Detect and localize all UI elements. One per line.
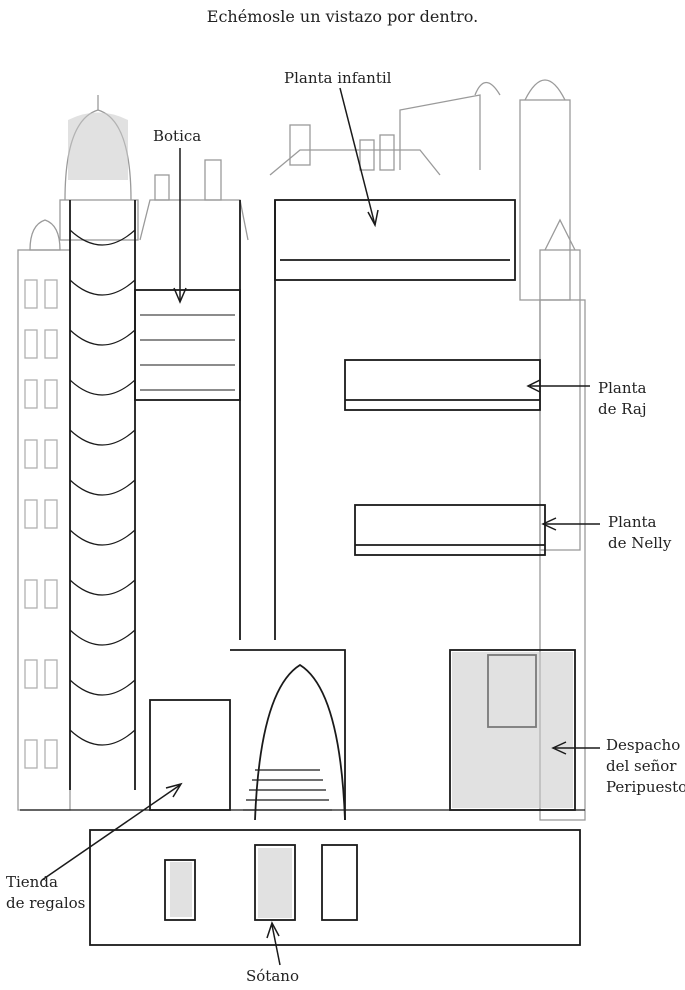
nursery-floor-label: Planta infantil xyxy=(284,69,392,87)
gift-shop-label-line2: de regalos xyxy=(6,894,86,912)
page-title: Echémosle un vistazo por dentro. xyxy=(206,7,479,26)
gift-shop-label-line1: Tienda xyxy=(6,873,58,891)
office-label-line1: Despacho xyxy=(606,736,681,754)
pharmacy-label: Botica xyxy=(153,127,202,145)
nelly-floor-label-line2: de Nelly xyxy=(608,534,672,552)
ink-wash-shading xyxy=(68,112,573,918)
basement-label: Sótano xyxy=(246,967,299,985)
nelly-floor-label-line1: Planta xyxy=(608,513,657,531)
background-buildings xyxy=(17,79,586,821)
office-label-line3: Peripuesto xyxy=(606,778,685,796)
raj-floor-label-line1: Planta xyxy=(598,379,647,397)
raj-floor-label-line2: de Raj xyxy=(598,400,647,418)
label-arrows xyxy=(41,87,600,966)
main-building-outline xyxy=(20,199,585,946)
office-label-line2: del señor xyxy=(606,757,677,775)
